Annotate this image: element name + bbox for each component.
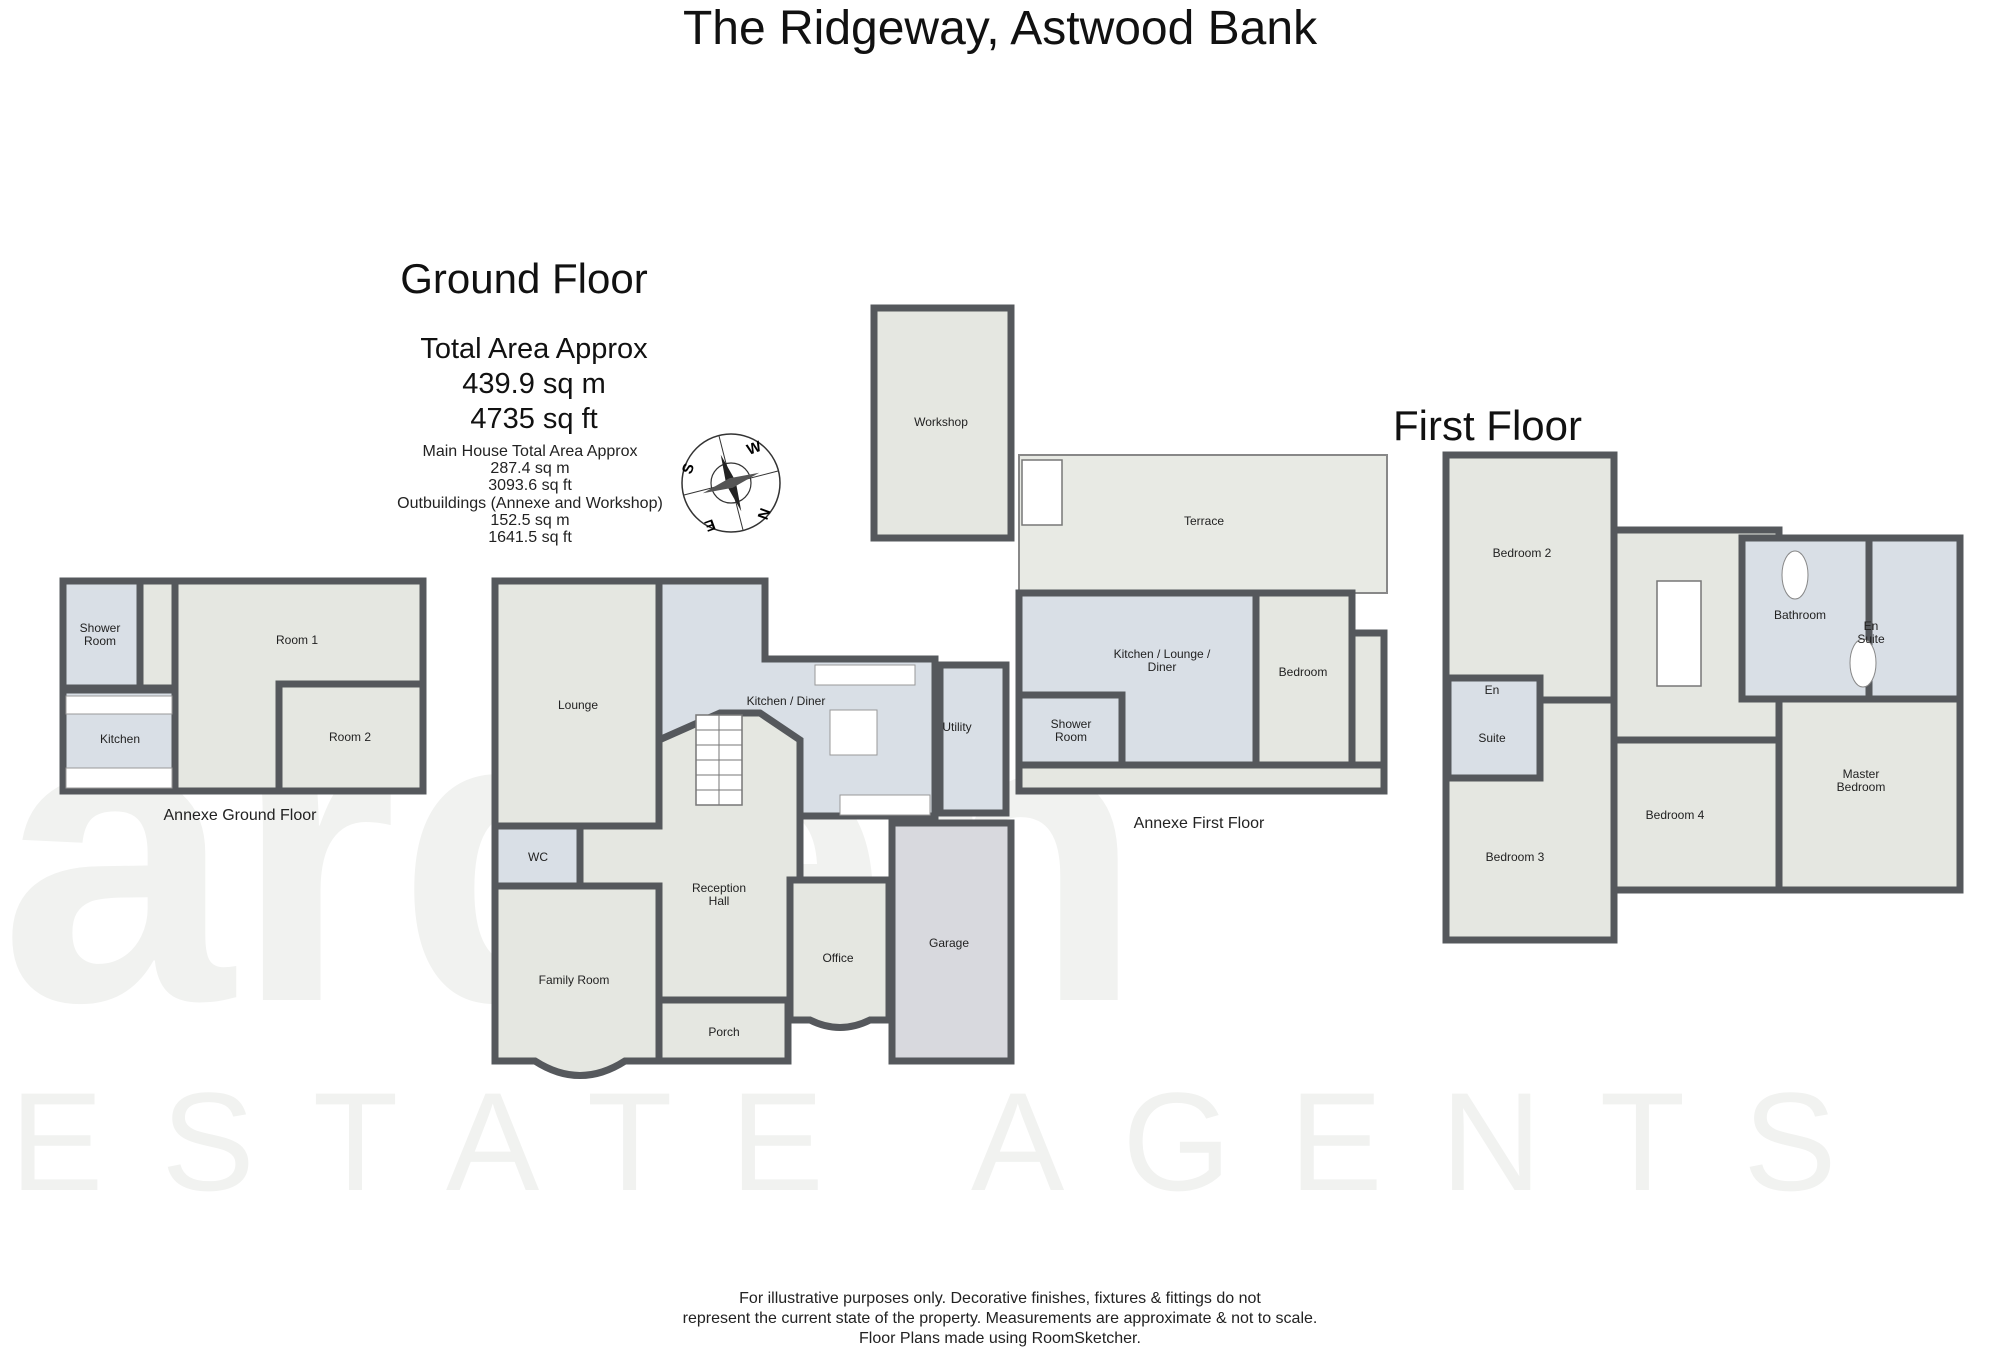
ensuite-master — [1865, 534, 1964, 703]
annexe-shower-room — [59, 577, 144, 692]
workshop — [870, 304, 1015, 542]
annexe-wardrobe — [1348, 629, 1388, 769]
bathroom-label: Bathroom — [1774, 608, 1826, 622]
reception-hall-label-2: Hall — [709, 894, 730, 908]
bedroom-4-label: Bedroom 4 — [1646, 808, 1705, 822]
terrace — [1018, 454, 1388, 594]
workshop-label: Workshop — [914, 415, 968, 429]
annexe-hall — [136, 577, 179, 692]
main-house-sqm: 287.4 sq m — [490, 460, 569, 477]
annexe-bedroom — [1252, 589, 1356, 769]
first-floor-plan: First Floor Bedroom 2 Bedroom 3 Bedroom … — [1393, 402, 1964, 944]
bathtub-icon — [1849, 638, 1877, 688]
annexe-kitchen-label: Kitchen — [100, 732, 140, 746]
annexe-first-floor-plan: Terrace Kitchen / Lounge / Diner Bedroom… — [1015, 454, 1388, 832]
outbuildings-label: Outbuildings (Annexe and Workshop) — [397, 495, 663, 512]
ensuite-small-label-2: Suite — [1478, 731, 1506, 745]
kitchen-diner-label: Kitchen / Diner — [747, 694, 826, 708]
outbuildings-sqft: 1641.5 sq ft — [488, 529, 572, 546]
bedroom-2 — [1442, 451, 1618, 704]
master-bedroom — [1775, 695, 1964, 894]
kitchen-island — [829, 709, 878, 756]
ground-floor-area-summary: Ground Floor Total Area Approx 439.9 sq … — [397, 255, 663, 546]
family-room — [491, 882, 663, 1079]
annexe-first-floor-caption: Annexe First Floor — [1134, 815, 1265, 832]
annexe-shower-label: Shower — [1051, 717, 1092, 731]
lounge — [491, 577, 663, 830]
master-bedroom-label: Master — [1843, 767, 1880, 781]
family-room-label: Family Room — [539, 973, 610, 987]
annexe-shower-label-2: Room — [1055, 730, 1087, 744]
lounge-label: Lounge — [558, 698, 598, 712]
ensuite-bedroom-3 — [1444, 674, 1544, 782]
office — [786, 876, 893, 1031]
utility — [936, 661, 1010, 817]
annexe-first-shower-room — [1015, 691, 1126, 769]
bathtub-icon — [1781, 550, 1809, 600]
main-house-sqft: 3093.6 sq ft — [488, 477, 572, 494]
annexe-ground-floor-caption: Annexe Ground Floor — [164, 807, 318, 824]
first-floor-heading: First Floor — [1393, 402, 1582, 449]
master-bedroom-label-2: Bedroom — [1837, 780, 1886, 794]
total-area-sqft: 4735 sq ft — [470, 403, 597, 435]
ensuite-master-label-2: Suite — [1857, 632, 1885, 646]
compass-w: W — [745, 438, 765, 459]
office-label: Office — [822, 951, 853, 965]
disclaimer-line-3: Floor Plans made using RoomSketcher. — [859, 1330, 1141, 1347]
reception-hall-label: Reception — [692, 881, 746, 895]
staircase — [695, 714, 743, 806]
garage-label: Garage — [929, 936, 969, 950]
utility-label: Utility — [942, 720, 971, 734]
garage — [888, 819, 1015, 1065]
ensuite-small-label: En — [1485, 683, 1500, 697]
annexe-shower-label: Shower — [80, 621, 121, 635]
watermark-tagline: ESTATE AGENTS — [10, 1063, 1895, 1220]
outbuildings-sqm: 152.5 sq m — [490, 512, 569, 529]
terrace-label: Terrace — [1184, 514, 1224, 528]
bedroom-2-label: Bedroom 2 — [1493, 546, 1552, 560]
first-floor-staircase — [1656, 580, 1702, 687]
kld-label: Kitchen / Lounge / — [1114, 647, 1211, 661]
annexe-ground-floor-plan: Room 1 Room 2 Shower Room Kitchen Annexe… — [59, 577, 427, 824]
ensuite-master-label: En — [1864, 619, 1879, 633]
total-area-sqm: 439.9 sq m — [462, 368, 605, 400]
wc-label: WC — [528, 850, 548, 864]
disclaimer: For illustrative purposes only. Decorati… — [683, 1290, 1318, 1347]
main-house-label: Main House Total Area Approx — [423, 443, 638, 460]
bedroom-3-label: Bedroom 3 — [1486, 850, 1545, 864]
kitchen-units — [839, 794, 931, 816]
annexe-first-landing — [1015, 761, 1388, 795]
annexe-staircase — [1021, 459, 1063, 526]
page-title: The Ridgeway, Astwood Bank — [683, 2, 1318, 55]
annexe-shower-label-2: Room — [84, 634, 116, 648]
disclaimer-line-2: represent the current state of the prope… — [683, 1310, 1318, 1327]
room-1-label: Room 1 — [276, 633, 318, 647]
room-2 — [275, 680, 427, 795]
disclaimer-line-1: For illustrative purposes only. Decorati… — [739, 1290, 1261, 1307]
porch-label: Porch — [708, 1025, 739, 1039]
ground-floor-heading: Ground Floor — [400, 255, 647, 302]
room-2-label: Room 2 — [329, 730, 371, 744]
porch — [655, 996, 792, 1065]
main-ground-floor-plan: Workshop Kitchen / Diner Utility Lounge … — [491, 304, 1015, 1079]
kitchen-worktop — [814, 664, 916, 686]
annexe-bedroom-label: Bedroom — [1279, 665, 1328, 679]
compass-icon: W S N E — [679, 433, 781, 535]
total-area-label: Total Area Approx — [420, 333, 648, 365]
kld-label-2: Diner — [1148, 660, 1177, 674]
